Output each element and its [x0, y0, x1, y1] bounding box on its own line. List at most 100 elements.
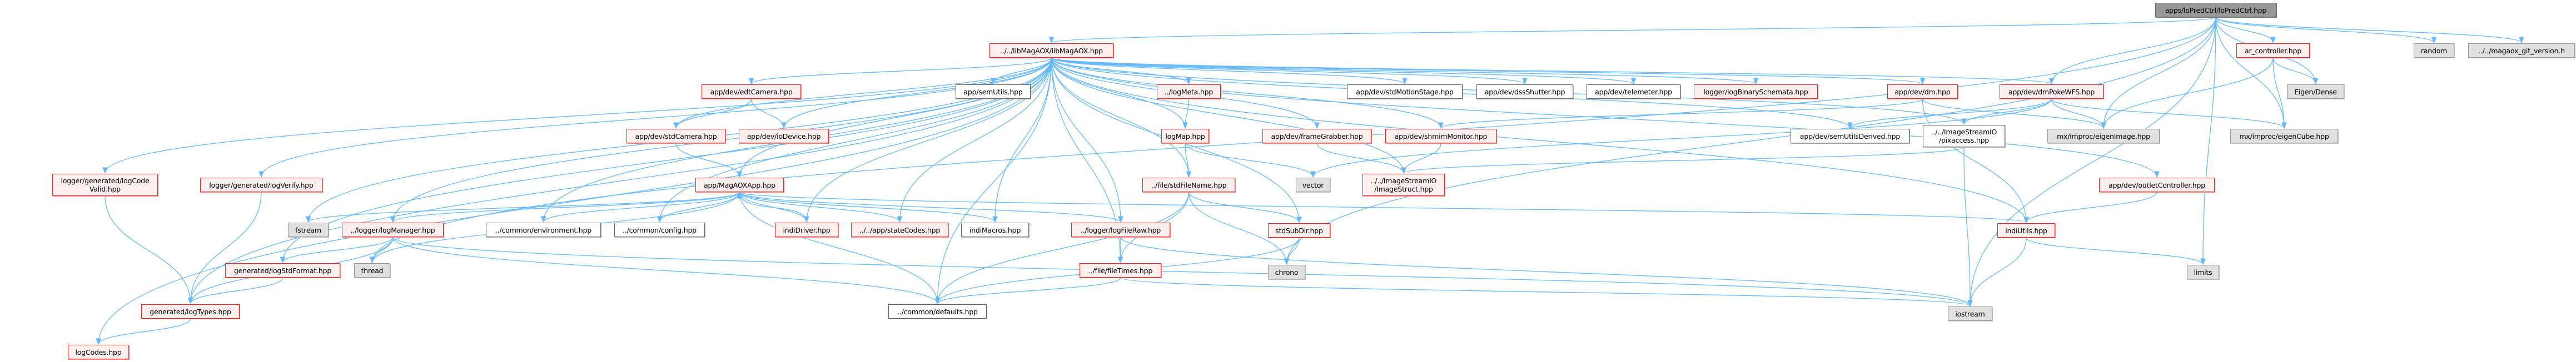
graph-node-label: app/dev/stdMotionStage.hpp [1356, 87, 1454, 96]
edge-dm-to-shmimMonitor [1438, 98, 1923, 129]
graph-node-thread[interactable]: thread [354, 263, 390, 278]
edge-logMap-to-stdFileName [1185, 143, 1192, 178]
graph-node-outletController[interactable]: app/dev/outletController.hpp [2099, 178, 2215, 192]
edge-root-to-chrono [1284, 17, 2216, 265]
graph-node-label: ../common/environment.hpp [495, 225, 592, 234]
graph-node-telemeter[interactable]: app/dev/telemeter.hpp [1587, 84, 1680, 99]
graph-node-label: limits [2194, 268, 2212, 276]
graph-node-fileTimes[interactable]: ../file/fileTimes.hpp [1080, 263, 1161, 278]
graph-node-label: app/dev/outletController.hpp [2108, 180, 2205, 189]
graph-node-iostream[interactable]: iostream [1948, 306, 1992, 321]
graph-node-config[interactable]: ../common/config.hpp [614, 223, 705, 237]
edge-libMagAOX-to-logBinarySchemata [1051, 57, 1758, 85]
graph-node-logFileRaw[interactable]: ../logger/logFileRaw.hpp [1071, 223, 1170, 237]
graph-node-label: ../logger/logFileRaw.hpp [1080, 225, 1161, 234]
graph-node-logTypes[interactable]: generated/logTypes.hpp [141, 304, 240, 319]
graph-node-dm[interactable]: app/dev/dm.hpp [1887, 84, 1958, 99]
edge-MagAOXApp-to-indiMacros [739, 192, 998, 223]
edge-pixaccess-to-iostream [1963, 147, 1973, 307]
edge-stdFileName-to-stdSubDir [1188, 192, 1302, 224]
graph-node-logCodes[interactable]: logCodes.hpp [68, 345, 129, 359]
graph-node-label: mx/improc/eigenCube.hpp [2239, 132, 2329, 140]
graph-node-limits[interactable]: limits [2187, 265, 2219, 279]
graph-node-label: app/dev/dm.hpp [1894, 87, 1951, 96]
graph-node-indiMacros[interactable]: indiMacros.hpp [961, 223, 1029, 237]
edge-MagAOXApp-to-defaults [739, 192, 941, 305]
graph-node-EigenDense[interactable]: Eigen/Dense [2287, 84, 2344, 99]
graph-node-dmPokeWFS[interactable]: app/dev/dmPokeWFS.hpp [2000, 84, 2103, 99]
graph-node-eigenImage[interactable]: mx/improc/eigenImage.hpp [2047, 129, 2160, 143]
graph-node-label: logCodes.hpp [75, 348, 122, 356]
graph-node-logMeta[interactable]: ../logMeta.hpp [1157, 84, 1221, 99]
edge-root-to-limits [2200, 17, 2216, 265]
graph-node-label: thread [361, 266, 384, 275]
graph-node-environment[interactable]: ../common/environment.hpp [486, 223, 601, 237]
graph-node-root[interactable]: apps/loPredCtrl/loPredCtrl.hpp [2155, 3, 2276, 17]
graph-node-label: apps/loPredCtrl/loPredCtrl.hpp [2165, 6, 2267, 14]
edge-libMagAOX-to-dmPokeWFS [1051, 57, 2054, 85]
graph-node-semUtilsDerived[interactable]: app/dev/semUtilsDerived.hpp [1791, 129, 1909, 143]
graph-node-semUtils[interactable]: app/semUtils.hpp [956, 84, 1031, 99]
edge-libMagAOX-to-MagAOXApp [737, 57, 1052, 178]
edge-root-to-eigenCube [2215, 17, 2287, 129]
graph-node-stateCodes[interactable]: ../../app/stateCodes.hpp [851, 223, 948, 237]
edge-dm-to-indiUtils [1922, 98, 2029, 224]
edge-ar_controller-to-eigenImage [2101, 57, 2274, 129]
edge-root-to-dmPokeWFS [2048, 17, 2216, 85]
graph-node-stdFileName[interactable]: ../file/stdFileName.hpp [1142, 178, 1235, 192]
graph-node-git_version[interactable]: ../../magaox_git_version.h [2468, 43, 2575, 58]
edge-logManager-to-iostream [392, 237, 1973, 307]
graph-node-shmimMonitor[interactable]: app/dev/shmimMonitor.hpp [1385, 129, 1496, 143]
graph-node-logManager[interactable]: ../logger/logManager.hpp [342, 223, 444, 237]
graph-node-ImageStruct[interactable]: ../../ImageStreamIO /ImageStruct.hpp [1362, 174, 1445, 196]
graph-node-fstream[interactable]: fstream [288, 223, 329, 237]
graph-node-label: ../logMeta.hpp [1164, 87, 1214, 96]
graph-node-label: iostream [1955, 309, 1985, 318]
graph-node-vector[interactable]: vector [1296, 178, 1330, 192]
edge-libMagAOX-to-logMap [1051, 57, 1188, 129]
graph-node-logBinarySchemata[interactable]: logger/logBinarySchemata.hpp [1694, 84, 1818, 99]
edge-libMagAOX-to-edtCamera [749, 57, 1052, 85]
edge-root-to-ar_controller [2215, 17, 2276, 44]
graph-node-pixaccess[interactable]: ../../ImageStreamIO /pixaccess.hpp [1923, 125, 2005, 147]
graph-node-libMagAOX[interactable]: ../../libMagAOX/libMagAOX.hpp [989, 43, 1113, 58]
edge-logTypes-to-logCodes [96, 318, 191, 345]
edge-root-to-eigenImage [2101, 17, 2216, 129]
graph-node-edtCamera[interactable]: app/dev/edtCamera.hpp [702, 84, 801, 99]
graph-node-stdMotionStage[interactable]: app/dev/stdMotionStage.hpp [1347, 84, 1463, 99]
graph-node-MagAOXApp[interactable]: app/MagAOXApp.hpp [695, 178, 784, 192]
graph-node-indiUtils[interactable]: indiUtils.hpp [1997, 223, 2055, 238]
edge-logManager-to-defaults [392, 237, 941, 305]
graph-node-eigenCube[interactable]: mx/improc/eigenCube.hpp [2230, 129, 2338, 143]
edge-libMagAOX-to-logFileRaw [1051, 57, 1123, 223]
edge-ar_controller-to-eigenCube [2272, 57, 2287, 129]
graph-node-generated_logStdFormat[interactable]: generated/logStdFormat.hpp [225, 263, 340, 278]
edge-libMagAOX-to-shmimMonitor [1051, 57, 1444, 129]
graph-node-logVerify[interactable]: logger/generated/logVerify.hpp [200, 178, 322, 192]
edge-libMagAOX-to-dm [1051, 57, 1925, 85]
edge-root-to-iostream [1967, 17, 2216, 307]
edge-edtCamera-to-ioDevice [750, 98, 787, 129]
graph-node-label: app/dev/dmPokeWFS.hpp [2008, 87, 2095, 96]
graph-node-logMap[interactable]: logMap.hpp [1161, 129, 1209, 143]
graph-node-frameGrabber[interactable]: app/dev/frameGrabber.hpp [1262, 129, 1371, 143]
graph-node-label: logger/generated/logVerify.hpp [209, 180, 314, 189]
graph-node-dssShutter[interactable]: app/dev/dssShutter.hpp [1476, 84, 1573, 99]
graph-node-ar_controller[interactable]: ar_controller.hpp [2236, 43, 2310, 58]
graph-node-label: ../common/config.hpp [623, 225, 697, 234]
edge-libMagAOX-to-indiUtils [1051, 57, 2029, 224]
graph-node-random[interactable]: random [2414, 43, 2454, 58]
graph-node-chrono[interactable]: chrono [1268, 265, 1305, 279]
graph-node-logCodeValid[interactable]: logger/generated/logCode Valid.hpp [52, 174, 158, 196]
graph-node-stdCamera[interactable]: app/dev/stdCamera.hpp [626, 129, 725, 143]
graph-node-label: ../logger/logManager.hpp [350, 225, 435, 234]
graph-node-defaults[interactable]: ../common/defaults.hpp [888, 304, 987, 319]
graph-node-ioDevice[interactable]: app/dev/ioDevice.hpp [739, 129, 829, 143]
graph-node-stdSubDir[interactable]: stdSubDir.hpp [1268, 223, 1330, 238]
edge-libMagAOX-to-ImageStruct [1051, 57, 1406, 174]
edge-generated_logStdFormat-to-logTypes [187, 277, 284, 305]
graph-node-indiDriver[interactable]: indiDriver.hpp [775, 223, 838, 237]
graph-node-label: generated/logStdFormat.hpp [233, 266, 332, 275]
graph-node-label: mx/improc/eigenImage.hpp [2057, 132, 2150, 140]
